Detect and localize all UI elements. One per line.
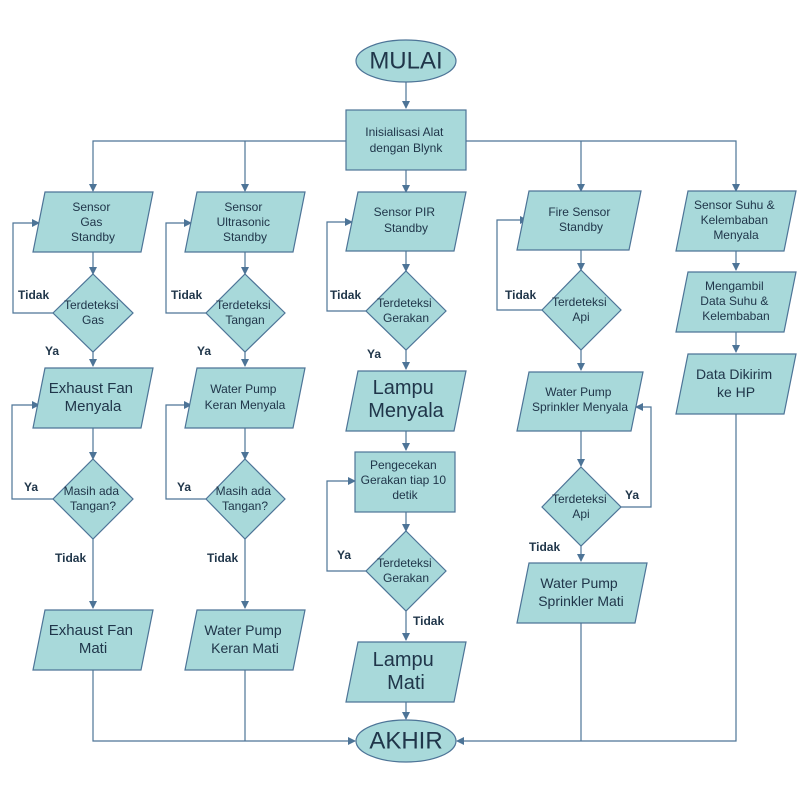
edge-us-yes-loop (165, 401, 206, 500)
end-label: AKHIR (369, 727, 442, 754)
gas-check-yes-label: Ya (24, 480, 38, 494)
pump-off-label: Water Pump Keran Mati (204, 622, 285, 656)
edge-init-gas (89, 140, 346, 192)
gas-detect-decision (52, 273, 134, 353)
fire-standby-io (516, 190, 642, 251)
pump-on-label: Water Pump Keran Menyala (205, 382, 286, 412)
pir-no-label: Tidak (330, 288, 361, 302)
init-label: Inisialisasi Alat dengan Blynk (365, 125, 446, 155)
sprinkler-on-label: Water Pump Sprinkler Menyala (532, 385, 628, 414)
edge-gas-yes-loop (11, 401, 53, 500)
hand-detect-decision (205, 273, 286, 353)
hand-still-label: Masih ada Tangan? (216, 484, 275, 513)
pump-off-io (184, 609, 306, 671)
pump-on-io (184, 367, 306, 429)
lamp-on-io (345, 370, 467, 432)
edge-pir-no-loop (326, 218, 366, 312)
motion-recheck-process (354, 451, 456, 513)
nodes (32, 39, 797, 763)
gas-hand-check-decision (52, 458, 134, 540)
hand-detect-label: Terdeteksi Tangan (216, 298, 274, 327)
ultrasonic-standby-io (184, 191, 306, 253)
edge-us-no-loop (165, 219, 206, 314)
connectors (11, 82, 740, 745)
fan-on-label: Exhaust Fan Menyala (49, 380, 137, 415)
gas-no-label: Tidak (18, 288, 49, 302)
data-send-label: Data Dikirim ke HP (696, 366, 776, 400)
pir-standby-io (345, 191, 467, 252)
us-no-label: Tidak (171, 288, 202, 302)
fire-detect-label: Terdeteksi Api (552, 295, 610, 324)
sprinkler-off-io (516, 562, 648, 624)
fire-detect2-label: Terdeteksi Api (552, 492, 610, 521)
fire-detect-decision (541, 269, 622, 351)
hand-still-decision (205, 458, 286, 540)
fire-detect2-decision (541, 466, 622, 547)
lamp-on-label: Lampu Menyala (368, 377, 444, 422)
gas-standby-io (32, 191, 154, 253)
dht-read-label: Mengambil Data Suhu & Kelembaban (700, 279, 771, 323)
gas-hand-check-label: Masih ada Tangan? (64, 484, 123, 513)
dht-on-io (675, 190, 797, 252)
end-terminal (355, 719, 457, 763)
ultrasonic-standby-label: Sensor Ultrasonic Standby (217, 200, 274, 244)
edge-fire-yes-loop (621, 403, 652, 508)
edge-labels: Tidak Ya Ya Tidak Tidak Ya Ya Tidak Tida… (18, 288, 639, 628)
init-process (345, 109, 467, 171)
fan-on-io (32, 367, 154, 429)
dht-read-io (675, 271, 797, 333)
edge-gas-end (92, 670, 356, 745)
fan-off-io (32, 609, 154, 671)
gas-yes-label: Ya (45, 344, 59, 358)
fire-check-yes-label: Ya (625, 488, 639, 502)
edge-pir-yes-loop (326, 477, 366, 572)
fan-off-label: Exhaust Fan Mati (49, 622, 137, 657)
gas-standby-label: Sensor Gas Standby (71, 200, 115, 244)
fire-check-no-label: Tidak (529, 540, 560, 554)
us-yes-label: Ya (197, 344, 211, 358)
dht-on-label: Sensor Suhu & Kelembaban Menyala (694, 198, 778, 242)
pir-recheck-yes-label: Ya (337, 548, 351, 562)
pir-recheck-no-label: Tidak (413, 614, 444, 628)
start-label: MULAI (369, 47, 442, 74)
edge-fire-no-loop (496, 216, 542, 311)
fire-standby-label: Fire Sensor Standby (548, 205, 613, 234)
pir-standby-label: Sensor PIR Standby (374, 205, 439, 235)
motion-detect2-decision (365, 530, 447, 612)
us-check-no-label: Tidak (207, 551, 238, 565)
pir-yes-label: Ya (367, 347, 381, 361)
sprinkler-off-label: Water Pump Sprinkler Mati (538, 575, 624, 609)
edge-gas-no-loop (12, 219, 53, 314)
start-terminal (355, 39, 457, 83)
motion-recheck-label: Pengecekan Gerakan tiap 10 detik (361, 458, 450, 502)
sprinkler-on-io (516, 371, 644, 432)
edge-dht-end (456, 414, 737, 745)
node-labels: MULAI AKHIR Inisialisasi Alat dengan Bly… (49, 47, 778, 754)
motion-detect-label: Terdeteksi Gerakan (377, 296, 435, 325)
edge-init-dht (466, 140, 740, 192)
motion-detect2-label: Terdeteksi Gerakan (377, 556, 435, 585)
fire-no-label: Tidak (505, 288, 536, 302)
lamp-off-label: Lampu Mati (373, 649, 440, 694)
data-send-io (675, 353, 797, 415)
motion-detect-decision (365, 270, 447, 351)
lamp-off-io (345, 641, 467, 703)
us-check-yes-label: Ya (177, 480, 191, 494)
gas-detect-label: Terdeteksi Gas (64, 298, 122, 327)
gas-check-no-label: Tidak (55, 551, 86, 565)
